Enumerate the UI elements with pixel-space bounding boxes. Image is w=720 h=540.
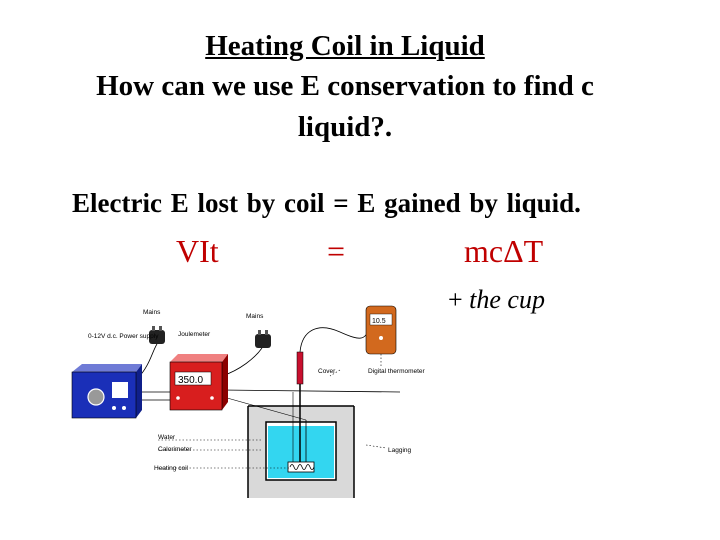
energy-equation-words: Electric E lost by coil = E gained by li…: [72, 188, 581, 218]
joulemeter-reading: 350.0: [178, 375, 203, 386]
equation-right-term: mcΔT: [464, 233, 544, 269]
digital-thermometer: 10.5: [365, 305, 397, 355]
label-power-supply: 0-12V d.c. Power supply: [88, 333, 159, 340]
subtitle-line-1: How can we use E conservation to find c: [96, 70, 594, 102]
equation-left-term: VIt: [176, 233, 219, 269]
label-joulemeter: Joulemeter: [178, 331, 211, 338]
label-water: Water: [158, 434, 176, 441]
thermometer-reading: 10.5: [372, 318, 386, 325]
heating-coil: [287, 461, 315, 473]
subtitle-line-2: liquid?.: [297, 111, 393, 143]
power-supply: [71, 364, 142, 419]
joulemeter: 350.0: [169, 354, 228, 411]
label-mains-left: Mains: [143, 309, 161, 316]
cup-term: + the cup: [448, 285, 545, 315]
label-calorimeter: Calorimeter: [158, 446, 192, 453]
slide-title: Heating Coil in Liquid: [205, 30, 485, 62]
mains-plug-left: [149, 326, 165, 344]
equation-equals-sign: =: [327, 233, 346, 269]
label-lagging: Lagging: [388, 447, 412, 454]
thermometer-probe: [296, 324, 371, 462]
cup-plus: +: [448, 285, 470, 314]
mains-plug-right: [255, 330, 271, 348]
label-digital-thermometer: Digital thermometer: [368, 368, 426, 375]
label-mains-right: Mains: [246, 313, 264, 320]
label-heating-coil: Heating coil: [154, 465, 189, 472]
cup-text: the cup: [469, 285, 545, 314]
label-cover: Cover: [318, 368, 336, 375]
